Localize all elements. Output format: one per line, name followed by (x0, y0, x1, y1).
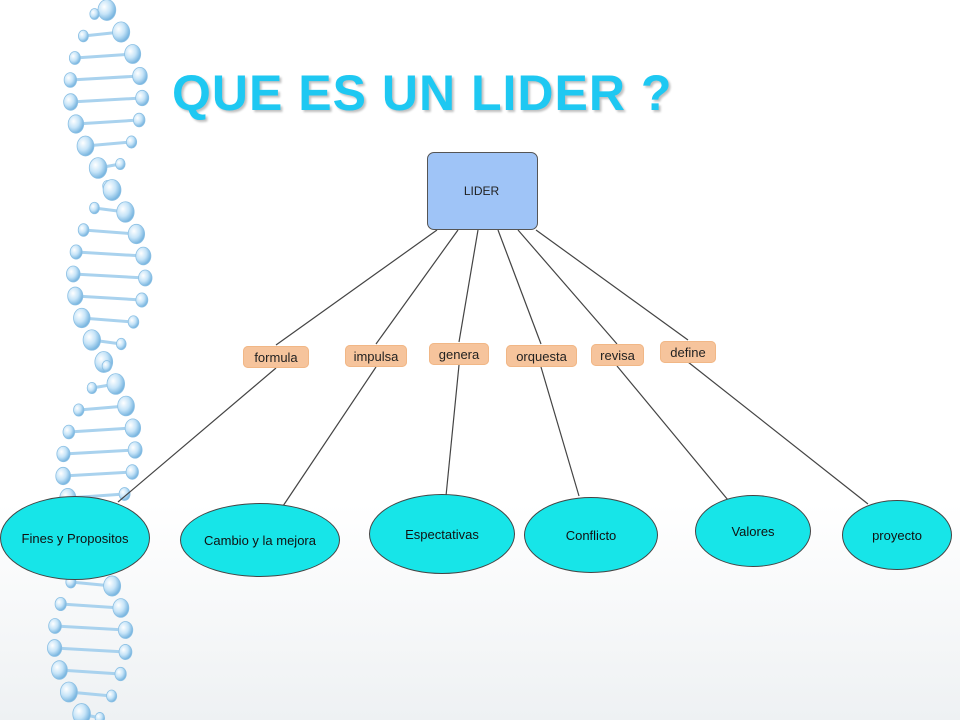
helix-bead (66, 265, 81, 283)
helix-bead (47, 639, 63, 657)
helix-bead (56, 445, 71, 463)
connector-root-impulsa (375, 229, 459, 345)
helix-bead (118, 487, 131, 501)
helix-bead (76, 135, 95, 157)
helix-bead (63, 72, 78, 88)
helix-rung (70, 74, 141, 82)
helix-bead (78, 29, 89, 43)
helix-bead (94, 712, 106, 720)
connector-genera-target (445, 364, 460, 497)
helix-bead (73, 403, 85, 417)
connector-root-revisa (517, 229, 618, 345)
connector-root-define (535, 229, 689, 341)
helix-rung (68, 426, 133, 434)
connector-orquesta-target (540, 366, 580, 497)
helix-bead (88, 157, 108, 179)
helix-rung (59, 668, 121, 676)
helix-rung (75, 294, 142, 302)
connector-root-formula (275, 229, 438, 346)
helix-bead (69, 244, 83, 260)
connector-impulsa-target (282, 366, 377, 507)
helix-bead (106, 689, 118, 703)
target-node-valores: Valores (695, 495, 811, 567)
helix-rung (54, 624, 126, 632)
connector-formula-target (117, 367, 277, 503)
helix-bead (127, 223, 146, 245)
helix-bead (115, 157, 126, 171)
target-node-espectativas: Espectativas (369, 494, 515, 574)
helix-bead (114, 666, 127, 682)
helix-rung (63, 470, 133, 478)
target-node-fines-y-propositos: Fines y Propositos (0, 496, 150, 580)
helix-bead (77, 223, 90, 237)
helix-rung (60, 602, 121, 610)
link-label-orquesta: orquesta (506, 345, 577, 367)
helix-bead (59, 681, 78, 703)
helix-bead (48, 618, 62, 634)
helix-bead (55, 466, 71, 486)
helix-bead (132, 66, 148, 86)
helix-bead (118, 644, 133, 660)
connector-root-genera (458, 229, 479, 343)
helix-bead (51, 660, 68, 680)
helix-bead (125, 135, 138, 149)
helix-bead (72, 703, 91, 720)
helix-bead (117, 621, 134, 639)
helix-bead (124, 418, 142, 438)
connector-revisa-target (616, 365, 729, 501)
helix-bead (63, 93, 79, 111)
helix-bead (117, 395, 135, 417)
helix-bead (102, 179, 122, 201)
link-label-genera: genera (429, 343, 489, 365)
helix-bead (116, 201, 135, 223)
helix-bead (82, 329, 101, 351)
link-label-impulsa: impulsa (345, 345, 407, 367)
helix-bead (135, 89, 150, 107)
target-node-proyecto: proyecto (842, 500, 952, 570)
helix-bead (127, 441, 143, 459)
link-label-formula: formula (243, 346, 309, 368)
link-label-define: define (660, 341, 716, 363)
helix-rung (70, 96, 143, 104)
target-node-conflicto: Conflicto (524, 497, 658, 573)
helix-rung (83, 228, 137, 236)
helix-bead (127, 315, 140, 329)
helix-bead (67, 286, 84, 306)
helix-bead (103, 575, 122, 597)
helix-bead (138, 269, 153, 287)
helix-bead (101, 360, 112, 372)
helix-bead (73, 307, 91, 329)
helix-bead (125, 464, 139, 480)
helix-bead (67, 114, 85, 134)
helix-bead (124, 44, 142, 64)
helix-bead (89, 8, 100, 20)
page-title: QUE ES UN LIDER ? (172, 65, 673, 121)
link-label-revisa: revisa (591, 344, 644, 366)
connector-root-orquesta (497, 229, 542, 345)
helix-bead (115, 337, 127, 351)
helix-bead (68, 51, 81, 65)
helix-bead (135, 246, 152, 266)
connector-define-target (687, 361, 869, 505)
helix-bead (135, 292, 149, 308)
helix-bead (106, 373, 126, 395)
helix-bead (112, 598, 130, 618)
helix-rung (63, 448, 136, 456)
helix-rung (74, 52, 133, 60)
helix-rung (73, 272, 146, 280)
helix-rung (76, 250, 144, 258)
target-node-cambio-y-la-mejora: Cambio y la mejora (180, 503, 340, 577)
helix-bead (132, 112, 146, 128)
helix-bead (86, 381, 98, 395)
helix-rung (75, 118, 140, 126)
helix-bead (89, 201, 100, 215)
root-node-lider: LIDER (427, 152, 538, 230)
helix-bead (62, 424, 76, 440)
helix-rung (54, 646, 126, 654)
helix-bead (112, 21, 131, 43)
helix-bead (54, 596, 67, 612)
